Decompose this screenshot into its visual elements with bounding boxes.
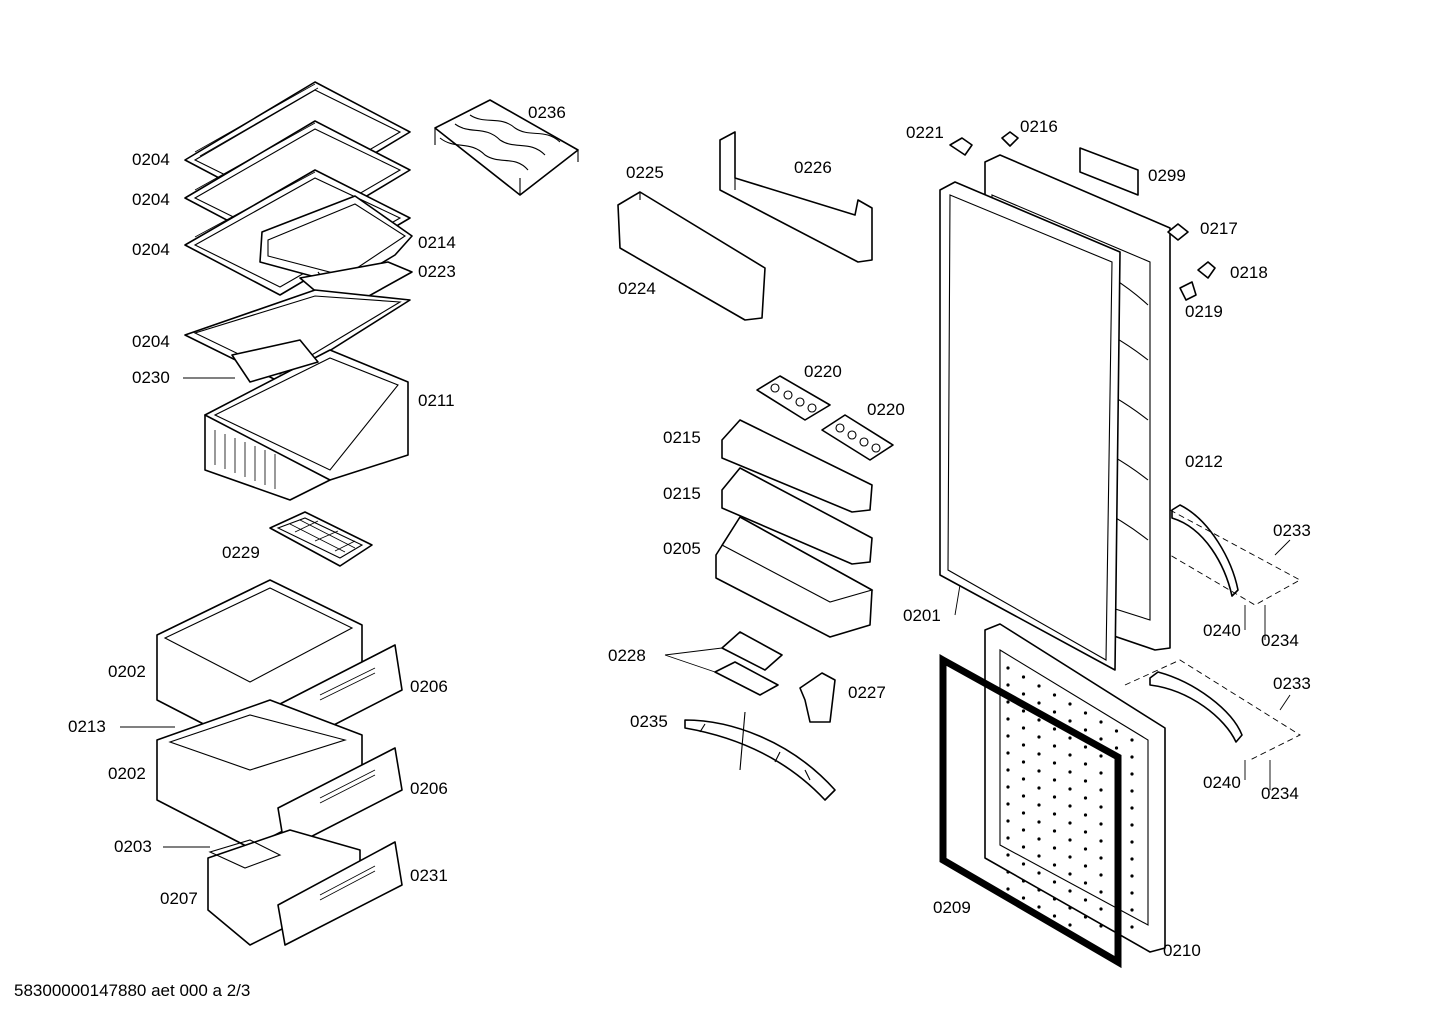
label-0216: 0216 [1020,117,1058,136]
dairy-compartment-lid [617,191,766,321]
label-0226: 0226 [794,158,832,177]
dairy-bin [719,131,873,263]
freezer-door-dot-pattern [1006,666,1134,929]
label-0217: 0217 [1200,219,1238,238]
label-0206-a: 0206 [410,677,448,696]
label-0229: 0229 [222,543,260,562]
freezer-drawer-upper [204,339,409,501]
label-0219: 0219 [1185,302,1223,321]
label-0225: 0225 [626,163,664,182]
label-0233-b: 0233 [1273,674,1311,693]
label-0214: 0214 [418,233,456,252]
label-0299: 0299 [1148,166,1186,185]
label-0228: 0228 [608,646,646,665]
label-0204-a: 0204 [132,150,170,169]
label-0231: 0231 [410,866,448,885]
label-0234-a: 0234 [1261,631,1299,650]
label-0213: 0213 [68,717,106,736]
handle-lower [1124,659,1301,761]
small-boxes [714,631,783,696]
label-0220-b: 0220 [867,400,905,419]
label-0227: 0227 [848,683,886,702]
label-0204-c: 0204 [132,240,170,259]
small-hinge-parts [949,131,1216,301]
label-0205: 0205 [663,539,701,558]
label-0233-a: 0233 [1273,521,1311,540]
door-shelf-2 [721,467,873,565]
label-0215-a: 0215 [663,428,701,447]
label-0212: 0212 [1185,452,1223,471]
label-0206-b: 0206 [410,779,448,798]
label-0224: 0224 [618,279,656,298]
freezer-drawer-3 [207,829,403,946]
egg-tray-2 [821,414,894,461]
label-0234-b: 0234 [1261,784,1299,803]
label-0236: 0236 [528,103,566,122]
bottle-rack [684,711,836,801]
label-0202-a: 0202 [108,662,146,681]
label-0230: 0230 [132,368,170,387]
label-0201: 0201 [903,606,941,625]
label-0203: 0203 [114,837,152,856]
label-0235: 0235 [630,712,668,731]
label-0209: 0209 [933,898,971,917]
label-0240-a: 0240 [1203,621,1241,640]
label-0210: 0210 [1163,941,1201,960]
label-0218: 0218 [1230,263,1268,282]
label-0220-a: 0220 [804,362,842,381]
egg-tray-1 [756,375,831,421]
ice-cube-tray [269,511,373,567]
wine-rack [434,99,579,196]
label-0215-b: 0215 [663,484,701,503]
drawing-number: 58300000147880 aet 000 a 2/3 [14,981,251,1000]
fridge-door-gasket [939,181,1121,671]
door-shelf-1 [721,419,873,513]
door-shelf-3 [715,516,874,638]
label-0240-b: 0240 [1203,773,1241,792]
label-0204-b: 0204 [132,190,170,209]
label-0223: 0223 [418,262,456,281]
handle-upper [1169,504,1301,606]
label-0211: 0211 [418,391,455,410]
bottle-holder [799,672,836,723]
label-0204-d: 0204 [132,332,170,351]
label-0207: 0207 [160,889,198,908]
label-0202-b: 0202 [108,764,146,783]
freezer-door-gasket [939,654,1122,969]
label-0221: 0221 [906,123,944,142]
freezer-drawer-2 [156,699,403,851]
